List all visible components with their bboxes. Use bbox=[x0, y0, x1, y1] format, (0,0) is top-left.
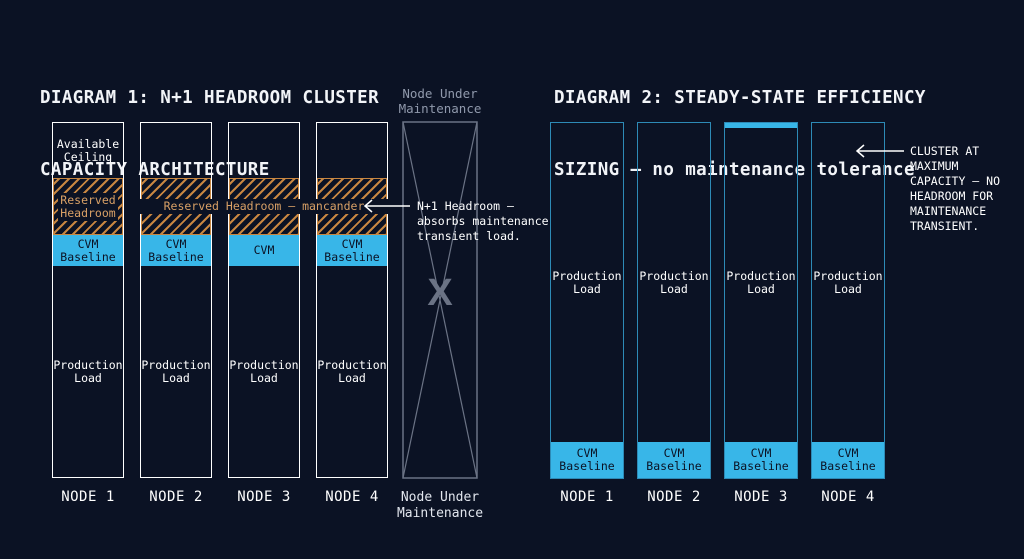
arrow-left-icon bbox=[363, 199, 410, 213]
cvm-baseline: CVM Baseline bbox=[725, 442, 797, 478]
cvm-baseline-label: CVM Baseline bbox=[646, 446, 702, 473]
diagram1-title: DIAGRAM 1: N+1 HEADROOM CLUSTER CAPACITY… bbox=[40, 38, 379, 206]
d1-node-4: CVM Baseline Production Load bbox=[316, 122, 388, 478]
diagram2-title-line2: SIZING – no maintenance tolerance bbox=[554, 160, 915, 180]
d1-node-label-1: NODE 1 bbox=[61, 489, 115, 505]
d1-node-label-3: NODE 3 bbox=[237, 489, 291, 505]
cvm-label: CVM bbox=[253, 243, 275, 257]
arrow-left-icon bbox=[855, 144, 904, 158]
cvm-baseline: CVM Baseline bbox=[551, 442, 623, 478]
production-load-label: Production Load bbox=[813, 268, 883, 296]
reserved-headroom: Reserved Headroom bbox=[53, 178, 123, 235]
maintenance-node-outline bbox=[402, 121, 478, 479]
maintenance-node-label-top: Node Under Maintenance bbox=[398, 86, 482, 116]
d1-node-2: CVM Baseline Production Load bbox=[140, 122, 212, 478]
cvm-baseline: CVM Baseline bbox=[638, 442, 710, 478]
d1-node-label-4: NODE 4 bbox=[325, 489, 379, 505]
production-load-label: Production Load bbox=[552, 268, 622, 296]
cvm-baseline: CVM Baseline bbox=[53, 235, 123, 266]
production-load-label: Production Load bbox=[141, 357, 211, 385]
d2-node-4: Production Load CVM Baseline bbox=[811, 122, 885, 479]
max-capacity-annotation: CLUSTER AT MAXIMUM CAPACITY – NO HEADROO… bbox=[910, 144, 1001, 233]
production-load: Production Load bbox=[141, 266, 211, 477]
d2-node-1: Production Load CVM Baseline bbox=[550, 122, 624, 479]
cvm-baseline: CVM Baseline bbox=[141, 235, 211, 266]
production-load: Production Load bbox=[638, 123, 710, 442]
d2-node-label-4: NODE 4 bbox=[821, 489, 875, 505]
d1-node-1: Available Ceiling Reserved Headroom CVM … bbox=[52, 122, 124, 478]
cvm-baseline: CVM bbox=[229, 235, 299, 266]
production-load: Production Load bbox=[317, 266, 387, 477]
diagram1-title-line1: DIAGRAM 1: N+1 HEADROOM CLUSTER bbox=[40, 88, 380, 108]
production-load: Production Load bbox=[229, 266, 299, 477]
d2-node-label-2: NODE 2 bbox=[647, 489, 701, 505]
cvm-baseline-label: CVM Baseline bbox=[733, 446, 789, 473]
n1-headroom-annotation: N+1 Headroom – absorbs maintenance trans… bbox=[417, 199, 549, 243]
production-load: Production Load bbox=[53, 266, 123, 477]
cvm-baseline-label: CVM Baseline bbox=[559, 446, 615, 473]
available-ceiling: Available Ceiling bbox=[53, 123, 123, 179]
d2-node-label-1: NODE 1 bbox=[560, 489, 614, 505]
cvm-baseline: CVM Baseline bbox=[317, 235, 387, 266]
reserved-headroom-label: Reserved Headroom bbox=[58, 192, 118, 221]
d1-node-label-2: NODE 2 bbox=[149, 489, 203, 505]
d2-node-3: Production Load CVM Baseline bbox=[724, 122, 798, 479]
production-load: Production Load bbox=[551, 123, 623, 442]
production-load: Production Load bbox=[812, 123, 884, 442]
cvm-baseline: CVM Baseline bbox=[812, 442, 884, 478]
available-ceiling-label: Available Ceiling bbox=[56, 137, 120, 164]
production-load-label: Production Load bbox=[53, 357, 123, 385]
maintenance-x-mark: X bbox=[427, 272, 453, 314]
maintenance-node: X bbox=[402, 121, 478, 479]
diagram2-title-line1: DIAGRAM 2: STEADY-STATE EFFICIENCY bbox=[554, 88, 926, 108]
cvm-baseline-label: CVM Baseline bbox=[148, 236, 204, 264]
diagram1-title-line2: CAPACITY ARCHITECTURE bbox=[40, 160, 270, 180]
maintenance-cross-line bbox=[402, 121, 478, 479]
d2-node-label-3: NODE 3 bbox=[734, 489, 788, 505]
cvm-baseline-label: CVM Baseline bbox=[820, 446, 876, 473]
diagram2-title: DIAGRAM 2: STEADY-STATE EFFICIENCY SIZIN… bbox=[554, 38, 926, 206]
d2-node-2: Production Load CVM Baseline bbox=[637, 122, 711, 479]
production-load-label: Production Load bbox=[726, 268, 796, 296]
d1-node-3: CVM Production Load bbox=[228, 122, 300, 478]
production-load: Production Load bbox=[725, 123, 797, 442]
maintenance-node-label-bottom: Node Under Maintenance bbox=[396, 490, 484, 521]
production-load-label: Production Load bbox=[639, 268, 709, 296]
reserved-headroom-span-label: Reserved Headroom – mancander bbox=[140, 199, 388, 214]
production-load-label: Production Load bbox=[229, 357, 299, 385]
capacity-limit-bar bbox=[725, 123, 797, 128]
cvm-baseline-label: CVM Baseline bbox=[324, 236, 380, 264]
cvm-baseline-label: CVM Baseline bbox=[60, 236, 116, 264]
production-load-label: Production Load bbox=[317, 357, 387, 385]
